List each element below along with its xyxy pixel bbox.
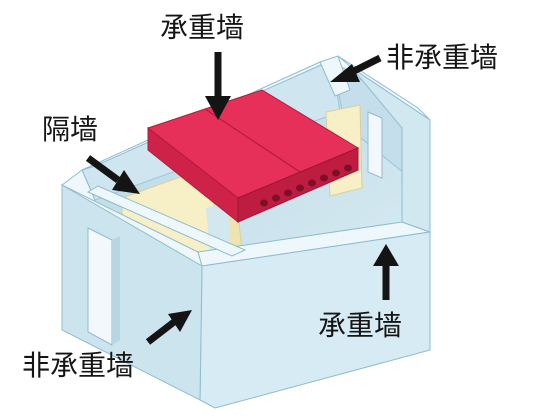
right-wall-outer-upper [351, 67, 431, 233]
arrow-icon [330, 54, 382, 82]
slab-hollow-cores [260, 164, 352, 207]
label-non-bearing-wall-top-right: 非承重墙 [386, 41, 499, 74]
wall-top-divider [86, 185, 247, 257]
front-wall-door [87, 227, 113, 346]
label-partition-wall: 隔墙 [42, 113, 99, 146]
slab-seam [204, 108, 301, 173]
front-wall-door-inner [112, 236, 120, 345]
right-wall-window [367, 111, 383, 179]
label-bearing-wall-top: 承重墙 [160, 11, 245, 44]
label-bearing-wall-bottom-right: 承重墙 [318, 309, 403, 342]
arrow-icon [205, 52, 231, 120]
arrow-icon [145, 310, 192, 345]
wall-top-back-right [319, 55, 351, 97]
arrow-icon [85, 155, 140, 194]
arrow-icon [373, 244, 399, 300]
label-non-bearing-wall-bottom-left: 非承重墙 [22, 349, 135, 382]
